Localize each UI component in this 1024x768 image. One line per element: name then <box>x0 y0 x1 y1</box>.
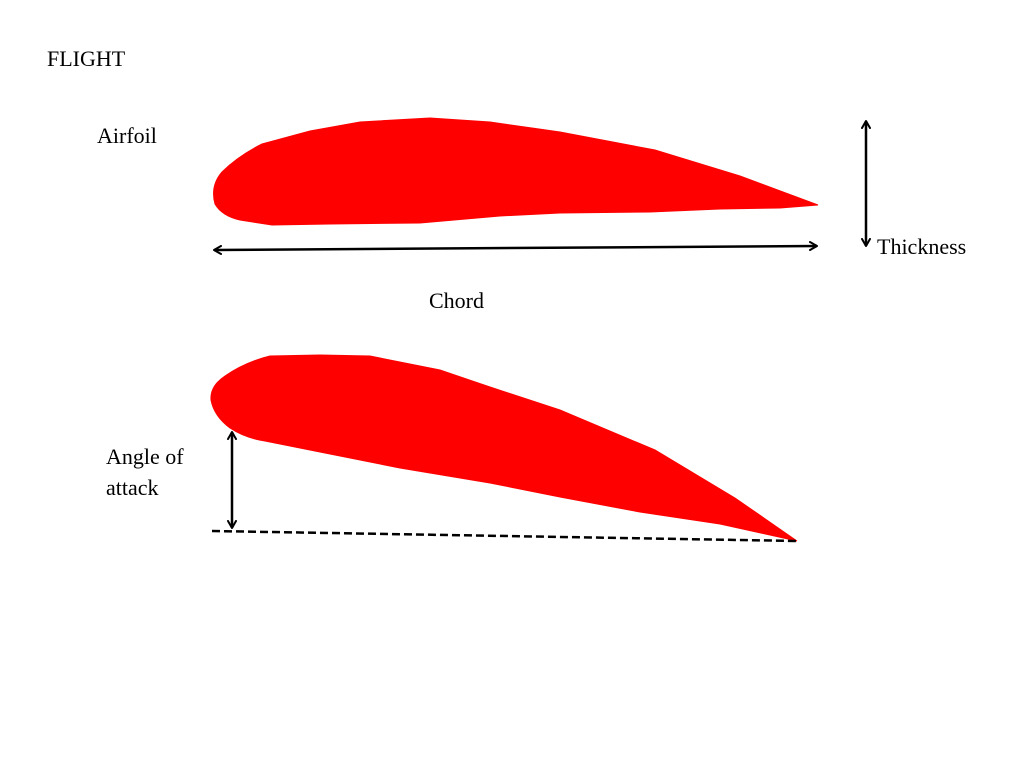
angle-of-attack-label-line2: attack <box>106 475 159 500</box>
airfoil-shape-level <box>213 117 819 226</box>
chord-reference-dashed-line <box>211 529 799 543</box>
chord-label: Chord <box>429 288 484 313</box>
airfoil-shape-pitched <box>210 354 798 542</box>
thickness-label: Thickness <box>877 234 967 259</box>
chord-arrow-icon <box>213 241 818 255</box>
angle-of-attack-label-line1: Angle of <box>106 444 184 469</box>
slide-title: FLIGHT <box>47 46 126 71</box>
angle-of-attack-label: Angle of attack <box>106 441 184 503</box>
airfoil-label: Airfoil <box>97 123 157 148</box>
